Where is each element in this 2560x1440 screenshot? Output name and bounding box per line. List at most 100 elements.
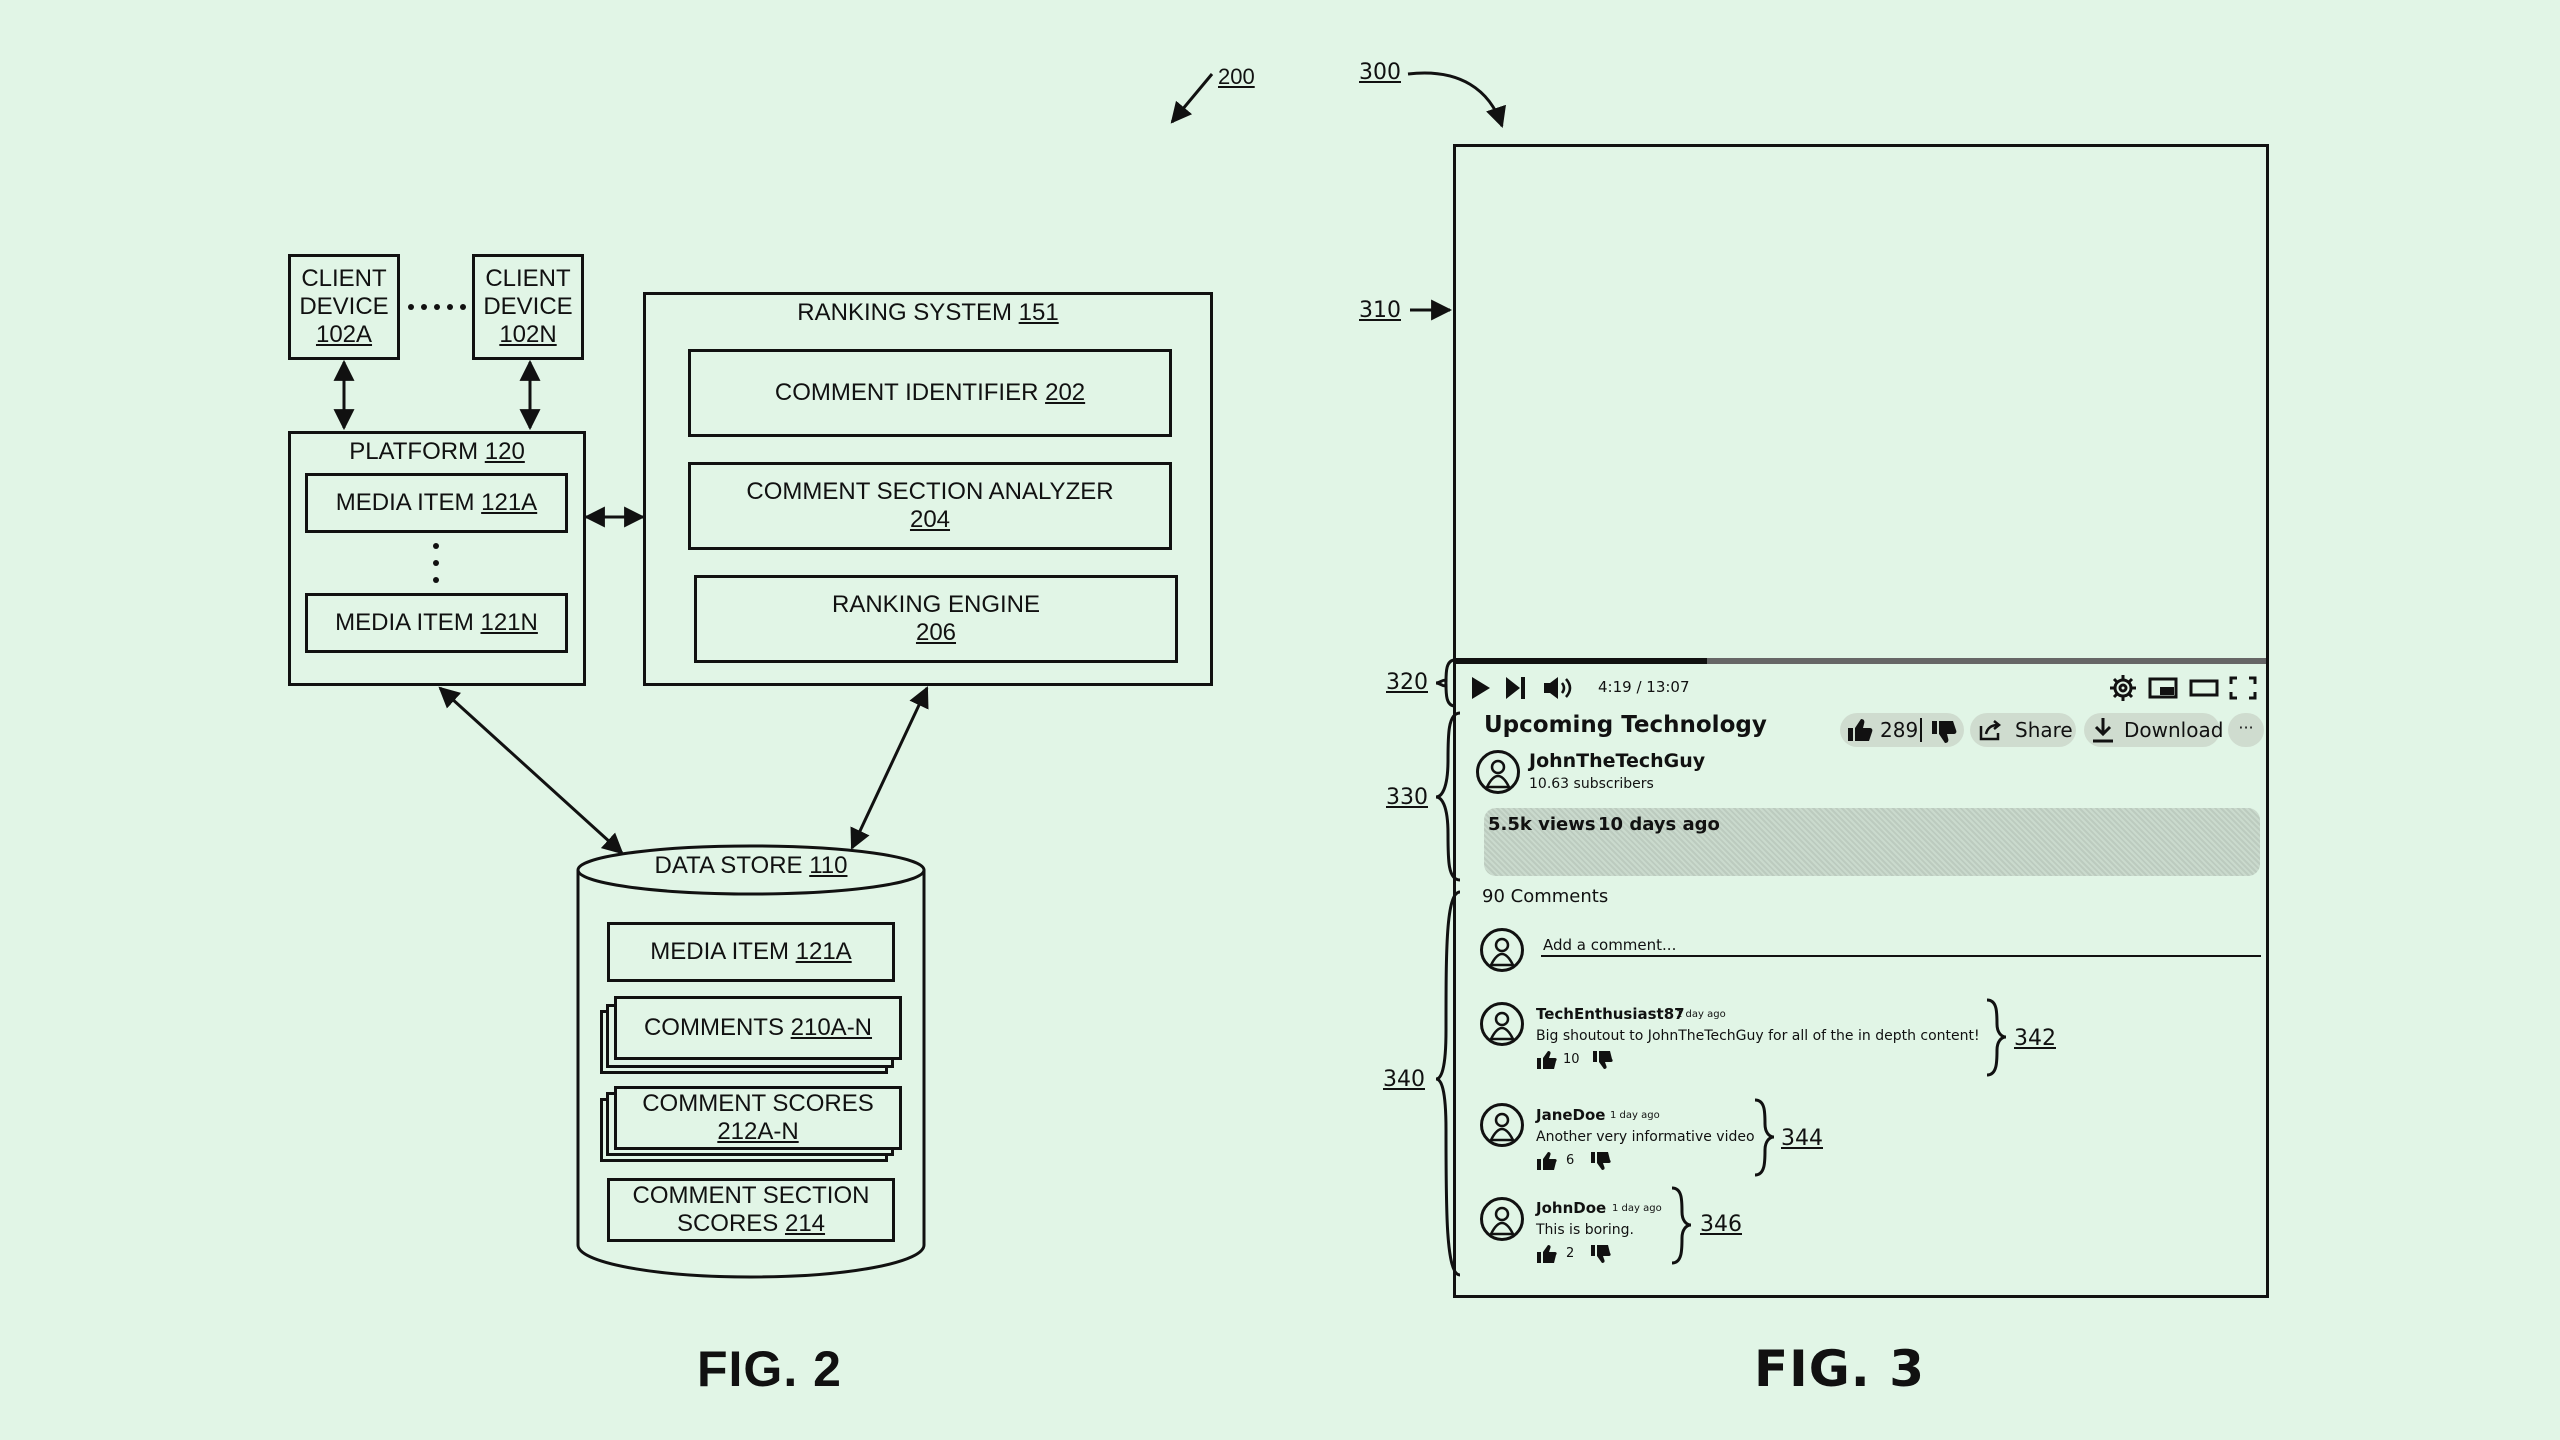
progress-track[interactable] [1456, 658, 2266, 664]
share-icon [1979, 720, 2002, 741]
ranking-label: RANKING SYSTEM 151 [797, 299, 1059, 326]
brace-330 [1435, 711, 1461, 882]
my-avatar [1480, 928, 1524, 972]
video-page-frame [1453, 144, 2269, 1298]
play-icon[interactable] [1472, 677, 1490, 699]
thumbs-down-icon[interactable] [1592, 1050, 1614, 1070]
more-options-button[interactable]: ··· [2228, 713, 2264, 747]
client-device-n: CLIENT DEVICE 102N [472, 254, 584, 360]
fig2-ref: 200 [1218, 64, 1255, 89]
thumbs-down-icon[interactable] [1590, 1244, 1612, 1264]
client-a-ref: 102A [315, 321, 373, 348]
fig3-caption: FIG. 3 [1754, 1340, 1925, 1398]
thumbs-up-icon[interactable] [1536, 1244, 1558, 1264]
next-icon[interactable] [1506, 677, 1525, 699]
comment-time: 1 day ago [1676, 1009, 1726, 1020]
fig2-ref-arrow [1170, 73, 1214, 124]
avatar-icon [1488, 937, 1516, 967]
client-a-line1: CLIENT [301, 265, 387, 292]
like-divider [1920, 718, 1922, 742]
ref-342: 342 [2014, 1026, 2056, 1051]
ranking-system-box: RANKING SYSTEM 151 [643, 292, 1213, 686]
brace-346 [1671, 1186, 1692, 1265]
ref-344: 344 [1781, 1126, 1823, 1151]
ranking-engine-box: RANKING ENGINE 206 [694, 575, 1178, 663]
media-item-ellipsis [433, 543, 439, 583]
view-count: 5.5k views [1488, 814, 1596, 835]
upload-age: 10 days ago [1598, 814, 1720, 835]
comment-like-count: 2 [1566, 1246, 1575, 1261]
comment-like-count: 10 [1563, 1052, 1580, 1067]
client-a-line2: DEVICE [299, 293, 389, 320]
comment-avatar[interactable] [1480, 1002, 1524, 1046]
fullscreen-icon[interactable] [2229, 676, 2257, 700]
thumbs-up-icon[interactable] [1536, 1050, 1558, 1070]
ranking-datastore-arrow [850, 686, 929, 850]
datastore-media-item: MEDIA ITEM 121A [607, 922, 895, 982]
comment-user[interactable]: TechEnthusiast87 [1536, 1005, 1685, 1023]
share-label: Share [2015, 718, 2073, 742]
progress-fill [1456, 658, 1708, 664]
thumbs-down-icon[interactable] [1930, 719, 1958, 745]
brace-320 [1435, 658, 1456, 708]
datastore-comments: COMMENTS 210A-N [614, 996, 902, 1060]
comment-time: 1 day ago [1612, 1203, 1662, 1214]
ref-320: 320 [1386, 670, 1428, 695]
description-box[interactable] [1484, 808, 2260, 876]
avatar-icon [1488, 1011, 1516, 1041]
miniplayer-icon[interactable] [2148, 677, 2178, 699]
comment-time: 1 day ago [1610, 1110, 1660, 1121]
gear-icon[interactable] [2113, 678, 2133, 698]
datastore-label: DATA STORE 110 [654, 852, 848, 879]
client-ellipsis [408, 304, 466, 310]
comment-text: This is boring. [1536, 1222, 1634, 1238]
avatar-icon [1488, 1206, 1516, 1236]
download-icon [2093, 718, 2113, 743]
comment-avatar[interactable] [1480, 1103, 1524, 1147]
platform-media-item-a: MEDIA ITEM 121A [305, 473, 568, 533]
ref-310: 310 [1359, 298, 1401, 323]
thumbs-up-icon[interactable] [1536, 1151, 1558, 1171]
subscriber-count: 10.63 subscribers [1529, 776, 1654, 792]
client-n-line2: DEVICE [483, 293, 573, 320]
comment-text: Another very informative video [1536, 1129, 1755, 1145]
ref-346: 346 [1700, 1212, 1742, 1237]
platform-media-item-n: MEDIA ITEM 121N [305, 593, 568, 653]
brace-340 [1435, 890, 1461, 1277]
platform-datastore-arrow [438, 686, 624, 855]
comment-like-count: 6 [1566, 1153, 1575, 1168]
avatar-icon [1484, 759, 1512, 789]
comment-text: Big shoutout to JohnTheTechGuy for all o… [1536, 1028, 1980, 1044]
add-comment-placeholder: Add a comment... [1543, 936, 1677, 954]
comment-user[interactable]: JohnDoe [1536, 1199, 1607, 1217]
thumbs-up-icon[interactable] [1846, 717, 1874, 743]
ref-340: 340 [1383, 1067, 1425, 1092]
comment-user[interactable]: JaneDoe [1536, 1106, 1606, 1124]
fig3-ref-arrow [1407, 71, 1506, 128]
fig2-caption: FIG. 2 [697, 1341, 842, 1397]
add-comment-input[interactable] [1541, 955, 2261, 957]
time-display: 4:19 / 13:07 [1598, 678, 1690, 696]
ref-330: 330 [1386, 785, 1428, 810]
thumbs-down-icon[interactable] [1590, 1151, 1612, 1171]
avatar-icon [1488, 1112, 1516, 1142]
player-settings-controls [2110, 675, 2257, 701]
platform-box: PLATFORM 120 [288, 431, 586, 686]
brace-342 [1986, 998, 2007, 1077]
datastore-comment-scores: COMMENT SCORES 212A-N [614, 1086, 902, 1150]
fig3-ref: 300 [1359, 60, 1401, 85]
channel-avatar[interactable] [1476, 750, 1520, 794]
brace-344 [1754, 1098, 1775, 1177]
playback-controls [1472, 677, 1572, 699]
comment-avatar[interactable] [1480, 1197, 1524, 1241]
like-count: 289 [1880, 718, 1919, 742]
client-n-ref: 102N [499, 321, 557, 348]
channel-name[interactable]: JohnTheTechGuy [1529, 750, 1706, 772]
comments-count: 90 Comments [1482, 886, 1609, 907]
datastore-section-scores: COMMENT SECTION SCORES 214 [607, 1178, 895, 1242]
theater-icon[interactable] [2189, 679, 2219, 697]
volume-icon[interactable] [1544, 677, 1558, 699]
platform-label: PLATFORM 120 [349, 438, 525, 465]
client-device-a: CLIENT DEVICE 102A [288, 254, 400, 360]
comment-section-analyzer-box: COMMENT SECTION ANALYZER 204 [688, 462, 1172, 550]
